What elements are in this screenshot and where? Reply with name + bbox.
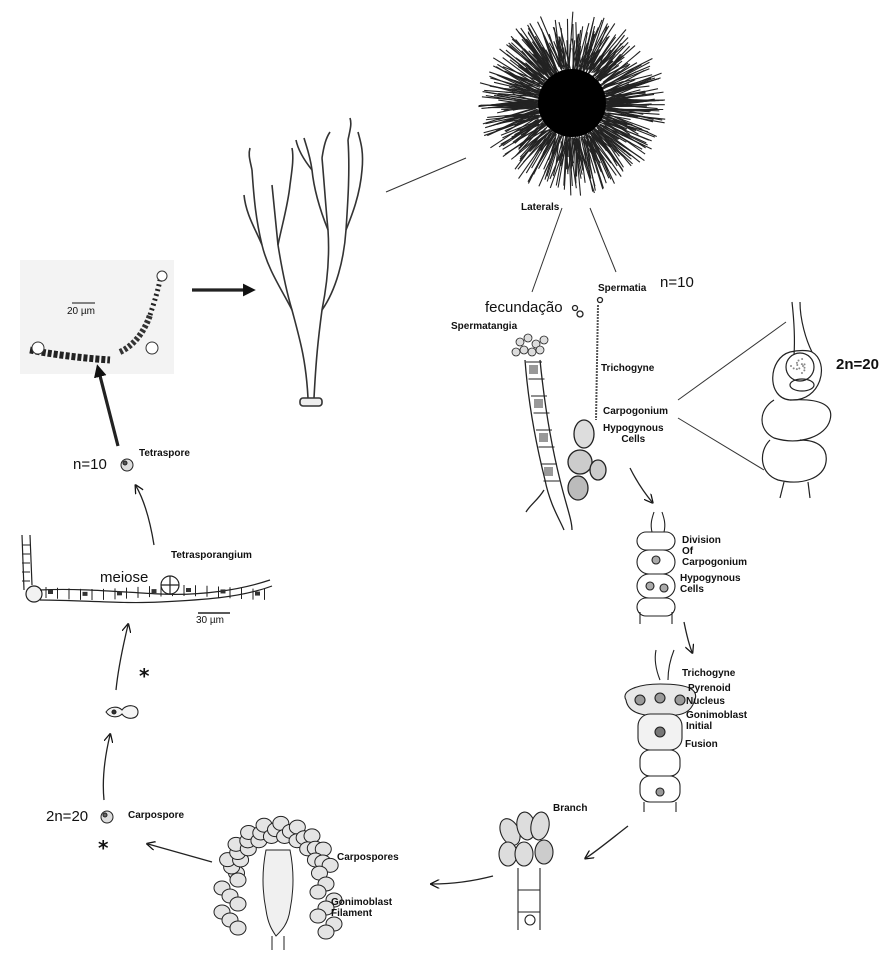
label-meiose: meiose xyxy=(100,570,148,585)
label-spermatia: Spermatia xyxy=(598,284,646,294)
label-fusion: Fusion xyxy=(685,740,718,750)
label-n10-top: n=10 xyxy=(660,275,694,290)
label-spermatangia: Spermatangia xyxy=(451,322,517,332)
label-division-of-carpogonium: Division Of Carpogonium xyxy=(682,535,747,568)
scale-label-20um: 20 µm xyxy=(67,307,95,317)
label-carpospores: Carpospores xyxy=(337,853,399,863)
carpospore-illustration xyxy=(101,811,113,823)
label-hypogynous-cells-1: Hypogynous Cells xyxy=(603,423,664,445)
label-trichogyne-2: Trichogyne xyxy=(682,669,735,679)
label-hypogynous-cells-2: Hypogynous Cells xyxy=(680,573,741,595)
label-fecundacao: fecundação xyxy=(485,300,563,315)
label-tetrasporangium: Tetrasporangium xyxy=(171,551,252,561)
micrograph-photo xyxy=(20,260,174,374)
cycle-arrows xyxy=(98,290,692,884)
label-carpogonium: Carpogonium xyxy=(603,407,668,417)
laterals-illustration xyxy=(478,12,665,196)
carpogonial-branch-illustration xyxy=(512,298,606,531)
label-n10-left: n=10 xyxy=(73,457,107,472)
label-gonimoblast-filament: Gonimoblast Filament xyxy=(331,897,392,919)
label-laterals: Laterals xyxy=(521,203,559,213)
label-2n20-right: 2n=20 xyxy=(836,357,879,372)
label-nucleus: Nucleus xyxy=(686,697,725,707)
label-trichogyne-1: Trichogyne xyxy=(601,364,654,374)
division-illustration xyxy=(637,512,675,624)
label-carpospore: Carpospore xyxy=(128,811,184,821)
label-pyrenoid: Pyrenoid xyxy=(688,684,731,694)
asterisk-upper: * xyxy=(139,666,149,686)
branch-illustration xyxy=(496,811,553,930)
label-2n20-left: 2n=20 xyxy=(46,809,88,824)
label-gonimoblast-initial: Gonimoblast Initial xyxy=(686,710,747,732)
label-branch: Branch xyxy=(553,804,587,814)
asterisk-lower: * xyxy=(98,838,108,858)
carposporophyte-illustration xyxy=(214,816,342,950)
gametophyte-thallus-illustration xyxy=(244,118,363,406)
tetraspore-illustration xyxy=(121,459,133,471)
germinating-spore-illustration xyxy=(106,706,138,719)
scale-label-30um: 30 µm xyxy=(196,616,224,626)
label-tetraspore: Tetraspore xyxy=(139,449,190,459)
